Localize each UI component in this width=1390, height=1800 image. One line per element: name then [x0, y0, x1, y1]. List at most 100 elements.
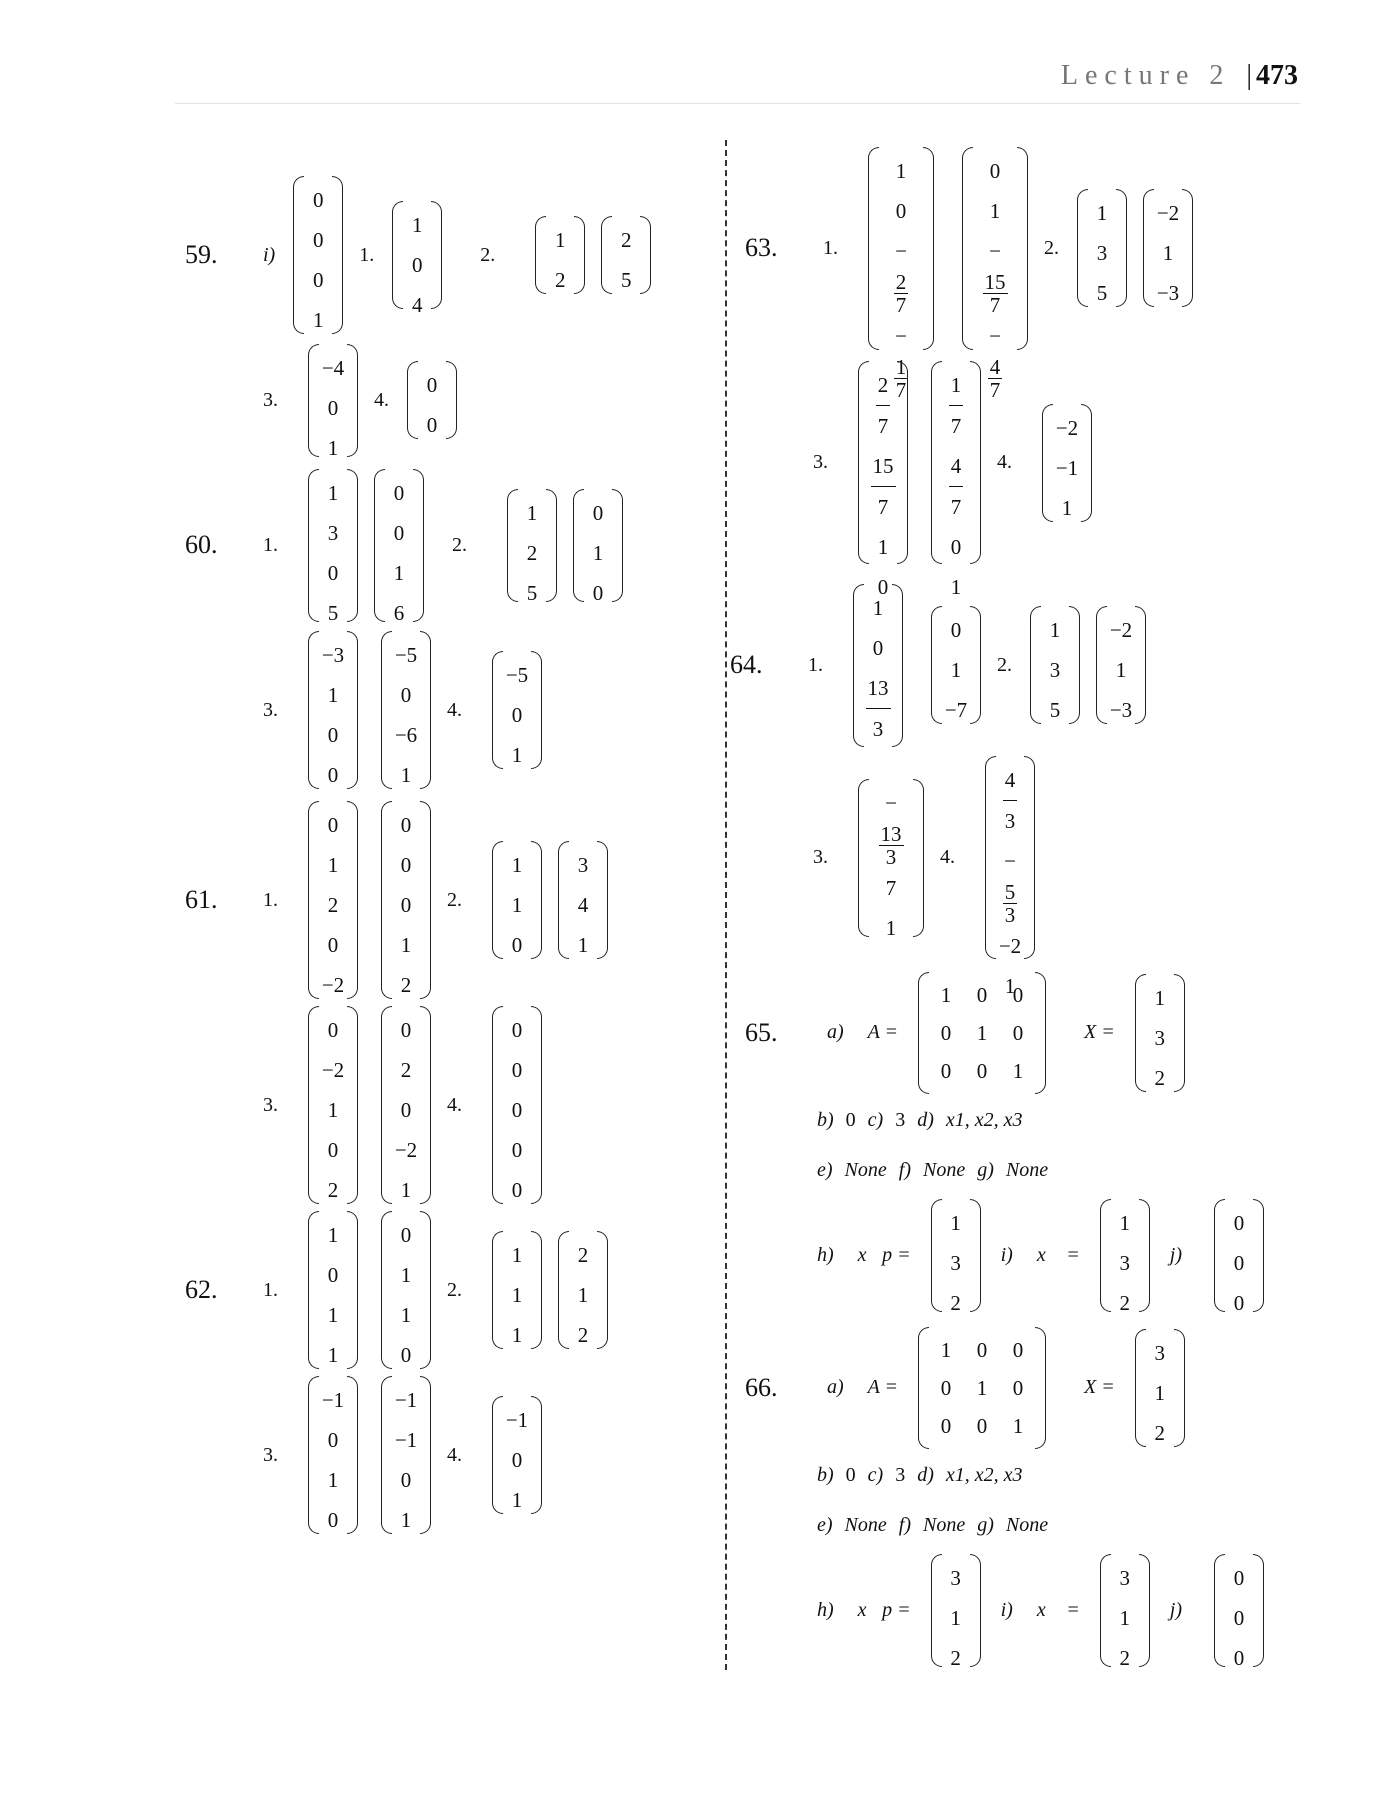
entry: 1: [1115, 658, 1127, 682]
entry: 1: [895, 158, 907, 183]
entry: 0: [940, 1375, 952, 1400]
entry: 0: [400, 1343, 412, 1367]
vector: −2 −1 1: [1042, 403, 1092, 522]
part-label: 2.: [480, 243, 496, 266]
entry: 2: [950, 1290, 961, 1315]
matrix-label: A =: [867, 1021, 899, 1043]
entry: 1: [989, 198, 1001, 223]
answer: None: [1005, 1158, 1049, 1181]
part-label: 4.: [447, 1443, 462, 1466]
entry: 0: [940, 1413, 952, 1438]
denominator: 7: [877, 495, 889, 519]
entry: 1: [327, 853, 339, 877]
part-label: 1.: [263, 1278, 278, 1301]
entry: 0: [327, 763, 339, 787]
entry: 5: [526, 580, 538, 605]
part-label: 3.: [813, 451, 828, 473]
part-label: c): [867, 1108, 884, 1131]
part-label: 1.: [823, 236, 838, 259]
entry: 2: [950, 1645, 961, 1670]
entry: 1: [400, 1303, 412, 1327]
denominator: 7: [895, 292, 907, 317]
part-label: d): [917, 1463, 934, 1486]
entry: 0: [327, 1428, 339, 1452]
problem-number: 66.: [745, 1372, 778, 1402]
entry: 1: [577, 933, 589, 957]
entry: 0: [400, 813, 412, 837]
entry: 3: [327, 520, 339, 545]
entry: 0: [327, 395, 339, 420]
entry: 2: [400, 973, 412, 997]
entry: 1: [877, 535, 889, 559]
entry: 0: [940, 1020, 952, 1045]
entry: 0: [1012, 1375, 1024, 1400]
entry: 0: [327, 723, 339, 747]
entry: 1: [1119, 1605, 1131, 1630]
denominator: 3: [885, 844, 897, 869]
part-label: 3.: [263, 1443, 278, 1466]
entry: 0: [1233, 1250, 1245, 1275]
entry: 0: [327, 1018, 339, 1042]
entry: 0: [393, 520, 405, 545]
problem-65-parts-efg: e)None f)None g)None: [805, 1150, 1048, 1190]
entry: 1: [1154, 985, 1166, 1010]
entry: 1: [327, 1223, 339, 1247]
part-label: b): [817, 1463, 834, 1486]
entry: 1: [511, 1243, 523, 1267]
denominator: 3: [872, 716, 884, 741]
entry: −5: [505, 663, 529, 687]
entry: 1: [393, 560, 405, 585]
entry: −5: [394, 643, 418, 667]
entry: −1: [1055, 455, 1079, 480]
entry: 1: [312, 308, 324, 332]
entry: −4: [321, 355, 345, 380]
answer: None: [922, 1158, 966, 1181]
part-label: 3.: [263, 698, 278, 721]
page-number: 473: [1256, 60, 1298, 91]
entry: 1: [976, 1020, 988, 1045]
entry: 1: [976, 1375, 988, 1400]
entry: 0: [511, 1138, 523, 1162]
entry: 0: [312, 188, 324, 212]
entry: 1: [1154, 1380, 1166, 1405]
problem-66-parts-efg: e)None f)None g)None: [805, 1505, 1048, 1545]
entry: 1: [1061, 495, 1073, 520]
entry: 0: [1233, 1605, 1245, 1630]
entry: −2: [1055, 415, 1079, 440]
denominator: 7: [950, 414, 962, 438]
entry: 1: [592, 540, 604, 565]
entry: 0: [1012, 1020, 1024, 1045]
answer: None: [844, 1513, 887, 1536]
entry: 3: [577, 853, 589, 877]
entry: 0: [400, 893, 412, 917]
entry: 1: [327, 1468, 339, 1492]
entry: 1: [950, 658, 962, 682]
entry: 0: [400, 853, 412, 877]
entry: 1: [511, 893, 523, 917]
answer: 3: [895, 1108, 906, 1131]
